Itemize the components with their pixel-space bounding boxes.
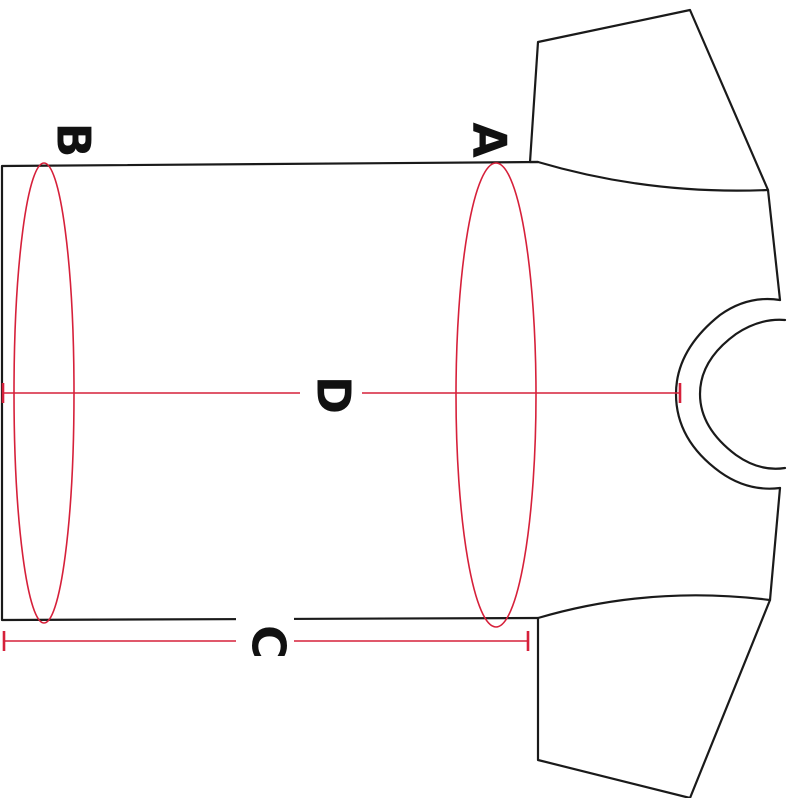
top-sleeve [528, 8, 770, 192]
measure-a-chest-ellipse [455, 162, 537, 628]
tshirt-outline [0, 8, 787, 798]
shoulder-edge-bottom [768, 486, 782, 602]
bottom-sleeve [536, 594, 772, 798]
label-a: A [463, 122, 517, 158]
labels: A B D C [47, 122, 517, 659]
measurements [1, 162, 682, 668]
collar-outer [674, 297, 782, 490]
label-b: B [47, 122, 101, 157]
collar-inner [698, 318, 787, 470]
label-d: D [307, 376, 361, 414]
shoulder-edge-top [766, 188, 782, 302]
label-c-backing [236, 616, 294, 668]
label-c: C [242, 625, 296, 659]
body-outline [0, 160, 540, 622]
label-d-backing [300, 368, 362, 420]
